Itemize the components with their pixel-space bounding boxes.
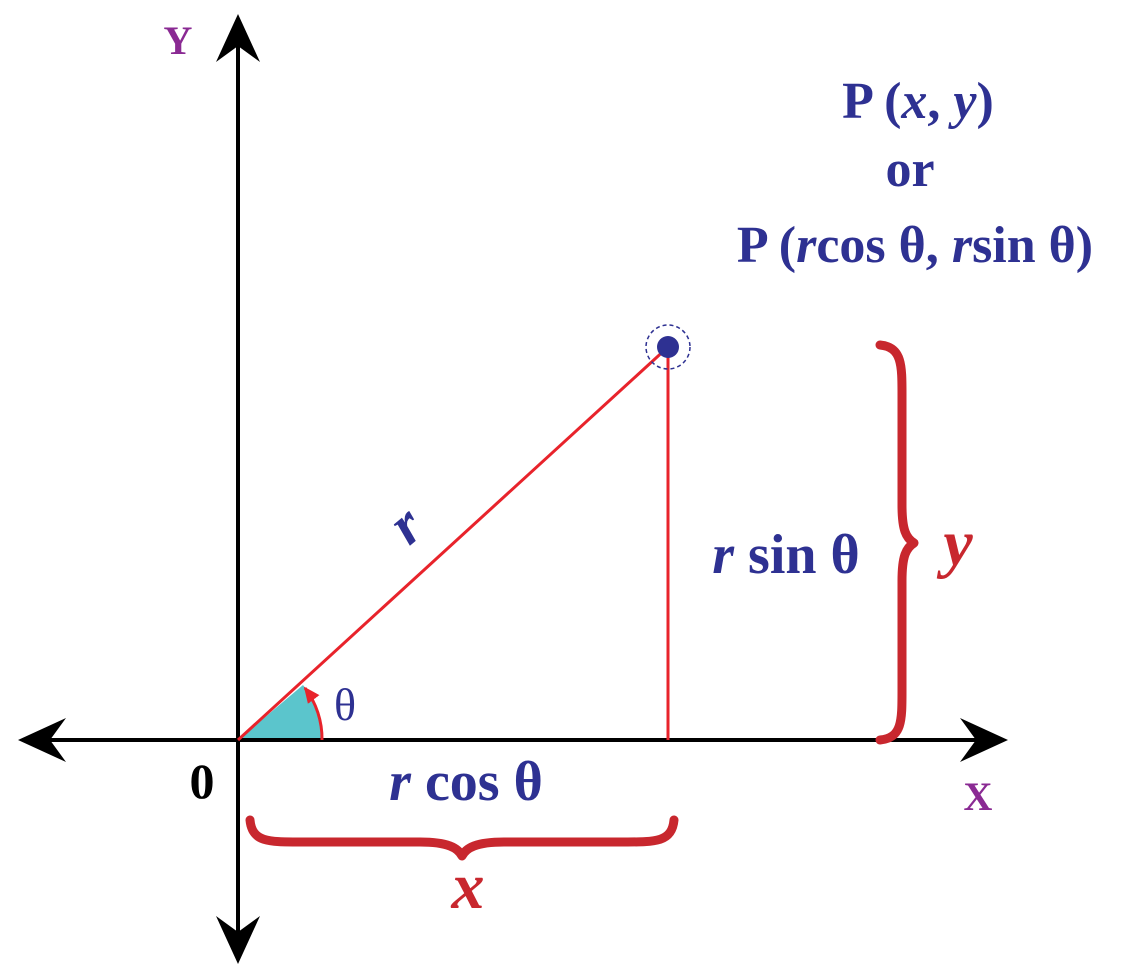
p3-r1: r (796, 217, 817, 274)
point-label-line-1: P (x, y) (842, 73, 994, 130)
p3-open: P ( (737, 217, 796, 274)
r-sin-rest: sin θ (734, 524, 860, 586)
y-brace (875, 340, 919, 745)
p3-sin: sin θ) (972, 217, 1093, 274)
point-label-line-3: P (rcos θ, rsin θ) (737, 217, 1093, 274)
p1-close: ) (976, 73, 993, 130)
radius-label: r (376, 492, 435, 557)
point-label-line-2: or (885, 141, 934, 198)
x-axis-label: X (964, 774, 993, 819)
p1-x: x (900, 73, 927, 130)
r-cos-rest: cos θ (411, 751, 543, 813)
angle-arc (303, 686, 324, 741)
point-p (657, 336, 679, 358)
x-brace (245, 815, 679, 861)
theta-label: θ (334, 679, 356, 730)
brace-x-label: x (451, 850, 485, 923)
r-cos-theta-label: r cos θ (389, 751, 543, 813)
angle-wedge (238, 685, 323, 740)
y-axis-bottom-arrow (216, 916, 260, 964)
origin-label: 0 (190, 753, 215, 809)
point-halo (645, 324, 691, 370)
r-sin-r: r (712, 524, 735, 586)
x-axis-right-arrow (960, 718, 1008, 762)
p1-open: P ( (842, 73, 901, 130)
y-axis-label: Y (164, 18, 193, 63)
r-cos-r: r (389, 751, 412, 813)
p1-comma: , (927, 73, 953, 130)
p3-r2: r (952, 217, 973, 274)
p3-cos: cos θ, (816, 217, 951, 274)
brace-y-label: y (936, 507, 973, 580)
x-axis-left-arrow (18, 718, 66, 762)
radius-line (236, 345, 670, 742)
y-axis-top-arrow (216, 14, 260, 62)
r-sin-theta-label: r sin θ (712, 524, 860, 586)
